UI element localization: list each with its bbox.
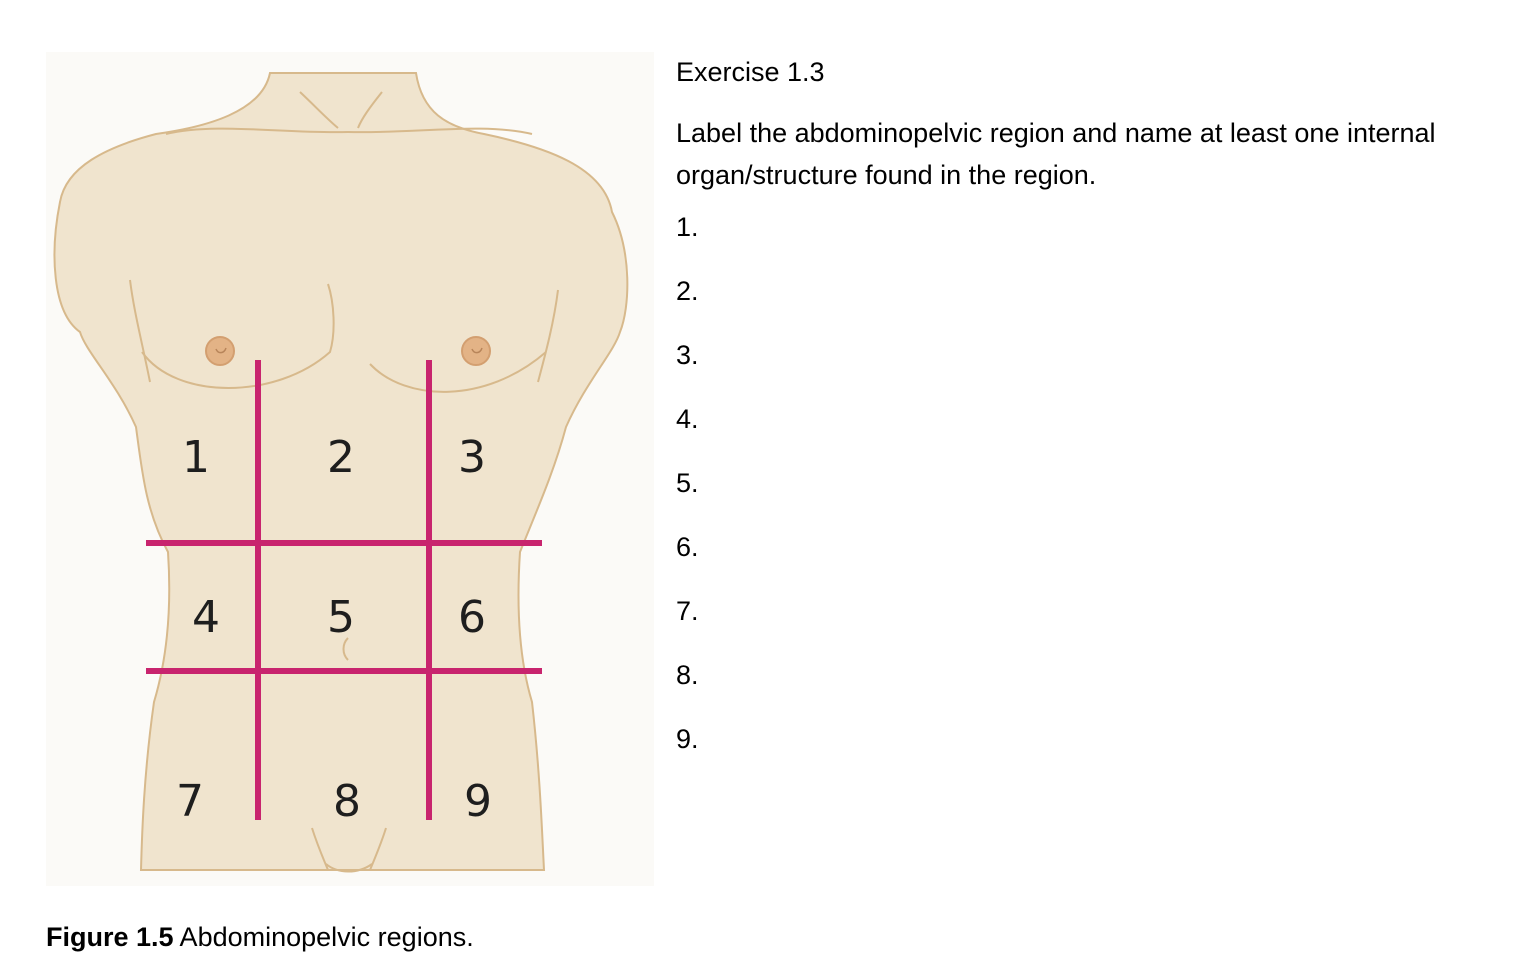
region-number: 2 [327, 432, 355, 483]
figure-caption: Figure 1.5 Abdominopelvic regions. [46, 922, 474, 953]
answer-item: 1. [676, 212, 699, 242]
answer-item: 7. [676, 596, 699, 626]
exercise-instructions: Label the abdominopelvic region and name… [676, 118, 1436, 190]
region-number: 7 [176, 776, 204, 827]
region-number: 4 [192, 592, 220, 643]
region-number: 8 [333, 776, 361, 827]
navel [342, 637, 349, 661]
figure-caption-text: Abdominopelvic regions. [173, 922, 474, 952]
region-number: 1 [182, 432, 210, 483]
answer-item: 4. [676, 404, 699, 434]
region-number: 3 [458, 432, 486, 483]
answer-item: 5. [676, 468, 699, 498]
answer-item: 6. [676, 532, 699, 562]
answer-item: 3. [676, 340, 699, 370]
exercise-section: Exercise 1.3 Label the abdominopelvic re… [676, 56, 1506, 787]
figure-label: Figure 1.5 [46, 922, 174, 952]
region-number: 9 [464, 776, 492, 827]
torso-figure: 1 2 3 4 5 6 7 8 9 [46, 52, 654, 886]
answer-item: 2. [676, 276, 699, 306]
answer-item: 9. [676, 724, 699, 754]
region-number: 5 [327, 592, 355, 643]
exercise-title: Exercise 1.3 [676, 57, 825, 87]
left-nipple [205, 336, 235, 366]
region-number: 6 [458, 592, 486, 643]
right-nipple [461, 336, 491, 366]
torso-illustration: 1 2 3 4 5 6 7 8 9 [53, 72, 629, 873]
answer-item: 8. [676, 660, 699, 690]
answer-list: 1. 2. 3. 4. 5. 6. 7. 8. 9. [676, 211, 1506, 787]
